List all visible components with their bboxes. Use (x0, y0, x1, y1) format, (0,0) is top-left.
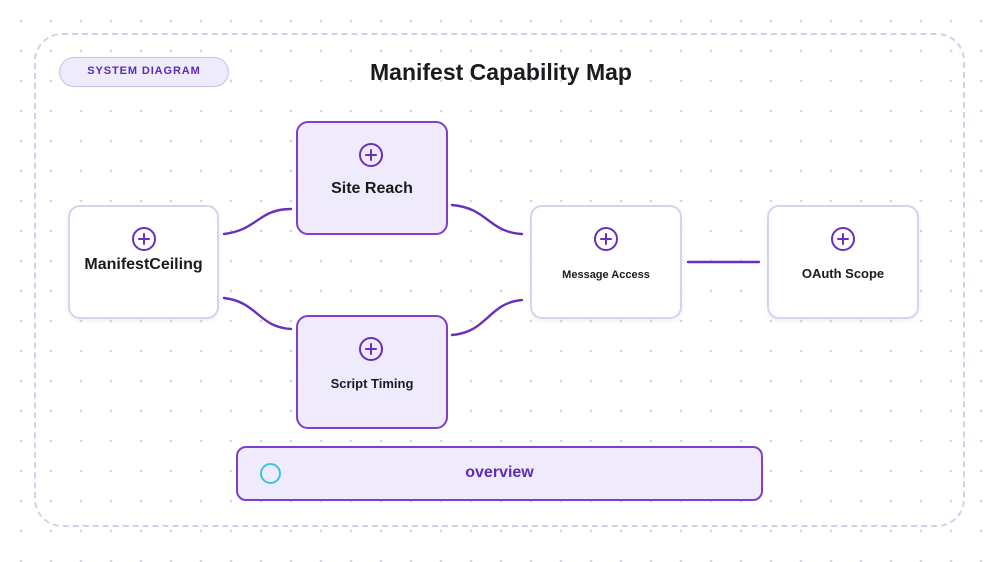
category-badge: SYSTEM DIAGRAM (59, 57, 229, 87)
node-label: Message Access (562, 269, 650, 281)
node-oauth-scope[interactable]: OAuth Scope (767, 205, 919, 319)
node-site-reach[interactable]: Site Reach (296, 121, 448, 235)
node-label: Script Timing (330, 376, 414, 391)
node-label: Site Reach (331, 180, 413, 197)
node-label: ManifestCeiling (84, 256, 203, 273)
edge-site-reach-to-message-access (450, 203, 524, 236)
node-message-access[interactable]: Message Access (530, 205, 682, 319)
circle-outline-icon (260, 463, 281, 484)
plus-circle-icon (132, 227, 156, 251)
edge-manifest-ceiling-to-site-reach (222, 207, 293, 236)
plus-circle-icon (594, 227, 618, 251)
node-script-timing[interactable]: Script Timing (296, 315, 448, 429)
diagram-frame (34, 33, 965, 527)
node-manifest-ceiling[interactable]: ManifestCeiling (68, 205, 219, 319)
plus-circle-icon (359, 337, 383, 361)
edge-script-timing-to-message-access (450, 298, 524, 337)
plus-circle-icon (359, 143, 383, 167)
edge-manifest-ceiling-to-script-timing (222, 296, 293, 331)
diagram-title: Manifest Capability Map (370, 59, 632, 85)
overview-label: overview (465, 464, 534, 481)
plus-circle-icon (831, 227, 855, 251)
overview-bar[interactable]: overview (236, 446, 763, 501)
node-label: OAuth Scope (801, 266, 885, 281)
